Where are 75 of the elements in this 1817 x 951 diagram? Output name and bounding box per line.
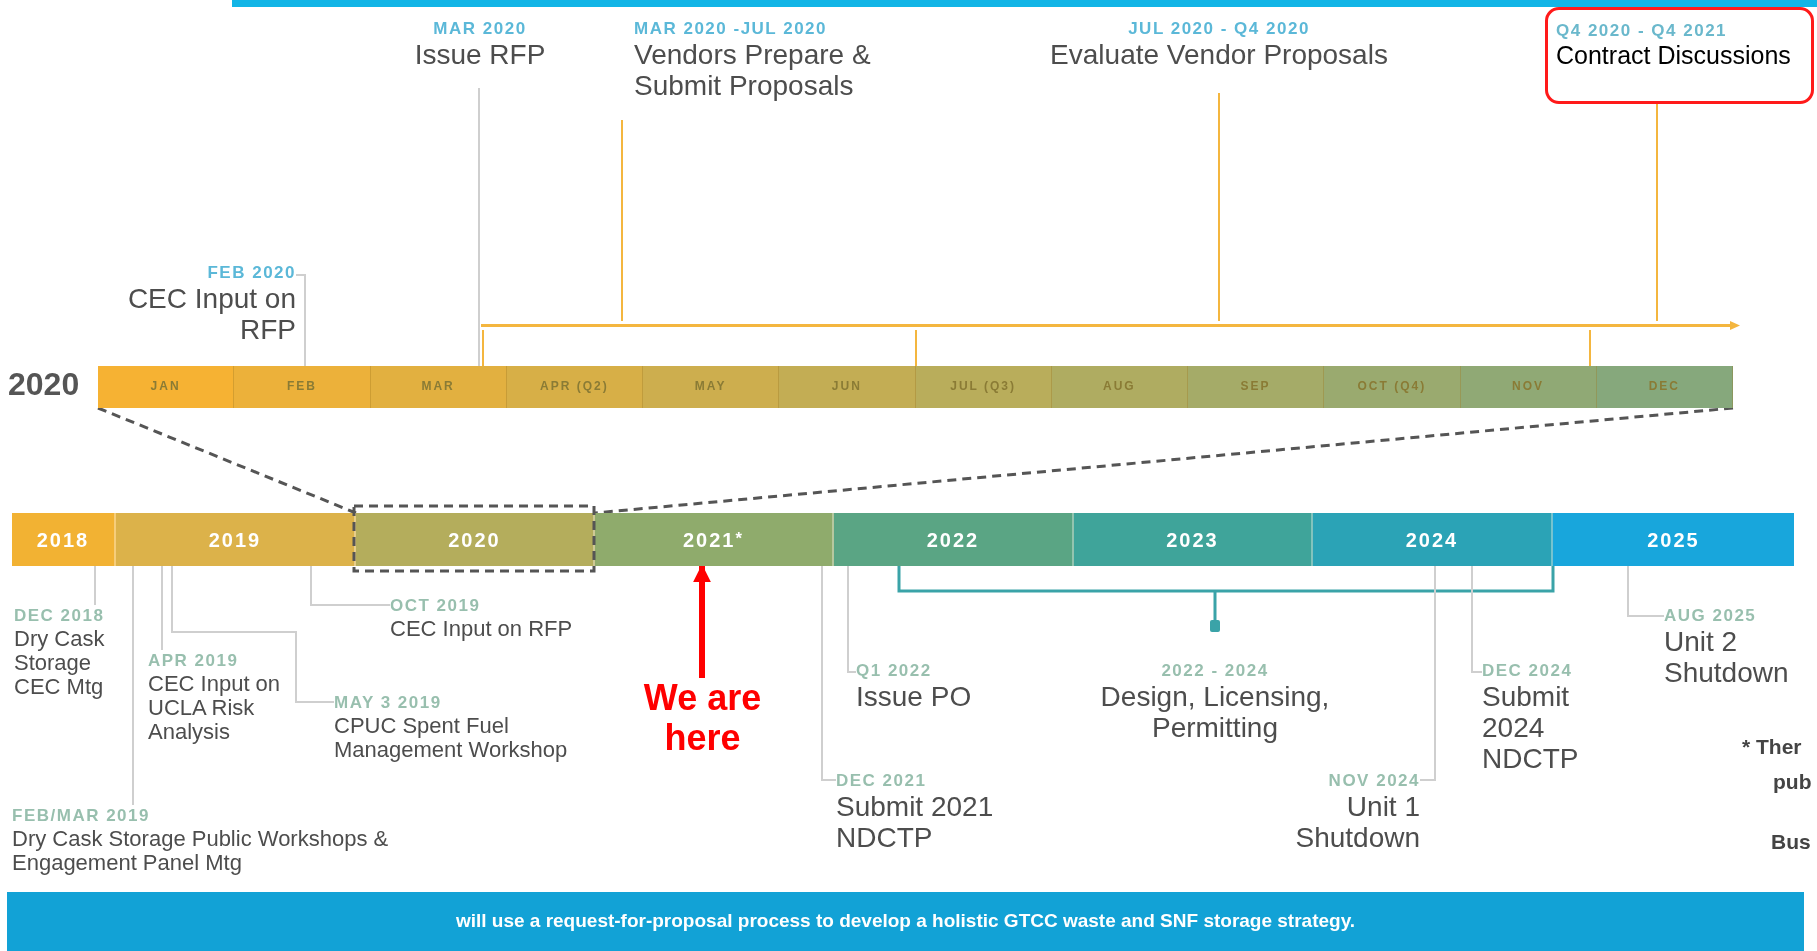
year-segment: 2018 xyxy=(12,513,116,566)
milestone-title: CEC Input on RFP xyxy=(390,617,574,642)
month-segment: APR (Q2) xyxy=(506,366,643,408)
leader-line xyxy=(171,565,335,703)
year-segment: 2020 xyxy=(356,513,595,566)
month-segment: FEB xyxy=(234,366,371,408)
milestone-title: Design, Licensing, Permitting xyxy=(1099,682,1331,744)
month-segment: DEC xyxy=(1596,366,1733,408)
date-label: DEC 2024 xyxy=(1482,660,1574,682)
leader-line xyxy=(621,119,623,322)
milestone-title: Unit 1 Shutdown xyxy=(1294,792,1420,854)
month-segment: MAR xyxy=(370,366,507,408)
leader-line xyxy=(847,565,857,673)
date-label: Q1 2022 xyxy=(856,660,933,682)
leader-line xyxy=(161,565,163,651)
milestone-title: Dry Cask Storage Public Workshops & Engagement Panel Mtg xyxy=(12,827,390,876)
month-segment: JUN xyxy=(779,366,916,408)
milestone-title: Issue RFP xyxy=(413,40,547,71)
leader-line xyxy=(1218,92,1220,322)
milestone-title: Issue PO xyxy=(856,682,973,713)
milestone-title: CEC Input on RFP xyxy=(126,284,296,346)
month-segment: JAN xyxy=(98,366,235,408)
date-label: OCT 2019 xyxy=(390,595,482,617)
leader-line xyxy=(132,565,134,806)
date-label: MAY 3 2019 xyxy=(334,692,443,714)
month-segment: NOV xyxy=(1460,366,1597,408)
year-segment: 2023 xyxy=(1074,513,1313,566)
leader-line xyxy=(915,329,917,367)
leader-line xyxy=(94,565,96,606)
annotation-text: We are here xyxy=(620,678,785,758)
footer-banner: will use a request-for-proposal process to develop a holistic GTCC waste and SNF storage strategy. xyxy=(7,892,1804,951)
leader-line xyxy=(594,406,1735,515)
milestone-title: Submit 2024 NDCTP xyxy=(1482,682,1580,775)
month-segment: OCT (Q4) xyxy=(1324,366,1461,408)
year-label: 2020 xyxy=(8,366,80,403)
callout-box xyxy=(1545,7,1814,104)
milestone-title: Contract Discussions xyxy=(1556,42,1792,70)
footnote-text: pub xyxy=(1773,770,1812,794)
date-label: Q4 2020 - Q4 2021 xyxy=(1556,20,1729,42)
date-label: DEC 2021 xyxy=(836,770,928,792)
leader-line xyxy=(821,565,837,781)
year-segment: 2019 xyxy=(116,513,356,566)
date-label: MAR 2020 xyxy=(432,18,528,40)
milestone-title: Evaluate Vendor Proposals xyxy=(1049,40,1389,71)
footnote-text: Bus xyxy=(1771,830,1811,854)
leader-line xyxy=(310,565,391,606)
leader-line xyxy=(1589,329,1591,367)
arrow xyxy=(693,564,711,678)
leader-line xyxy=(1656,103,1658,322)
month-segment: MAY xyxy=(643,366,780,408)
date-label: MAR 2020 -JUL 2020 xyxy=(634,18,828,40)
milestone-title: CPUC Spent Fuel Management Workshop xyxy=(334,714,569,763)
date-label: 2022 - 2024 xyxy=(1160,660,1270,682)
leader-line xyxy=(482,329,484,367)
date-label: DEC 2018 xyxy=(14,605,106,627)
date-label: FEB 2020 xyxy=(206,262,296,284)
milestone-title: Dry Cask Storage CEC Mtg xyxy=(14,627,106,700)
date-label: FEB/MAR 2019 xyxy=(12,805,151,827)
leader-line xyxy=(295,274,306,367)
leader-line xyxy=(1471,565,1483,673)
year-segment: 2022 xyxy=(834,513,1074,566)
milestone-title: Vendors Prepare & Submit Proposals xyxy=(634,40,872,102)
milestone-title: CEC Input on UCLA Risk Analysis xyxy=(148,672,282,745)
leader-line xyxy=(1419,565,1436,781)
milestone-title: Unit 2 Shutdown xyxy=(1664,627,1790,689)
leader-line xyxy=(1627,565,1665,617)
date-label: NOV 2024 xyxy=(1327,770,1420,792)
date-label: JUL 2020 - Q4 2020 xyxy=(1127,18,1311,40)
date-label: AUG 2025 xyxy=(1664,605,1758,627)
date-label: APR 2019 xyxy=(148,650,240,672)
year-segment: 2025 xyxy=(1553,513,1794,566)
leader-line xyxy=(478,87,480,367)
footnote-text: * Ther xyxy=(1742,735,1802,759)
year-segment: 2024 xyxy=(1313,513,1553,566)
milestone-title: Submit 2021 NDCTP xyxy=(836,792,995,854)
